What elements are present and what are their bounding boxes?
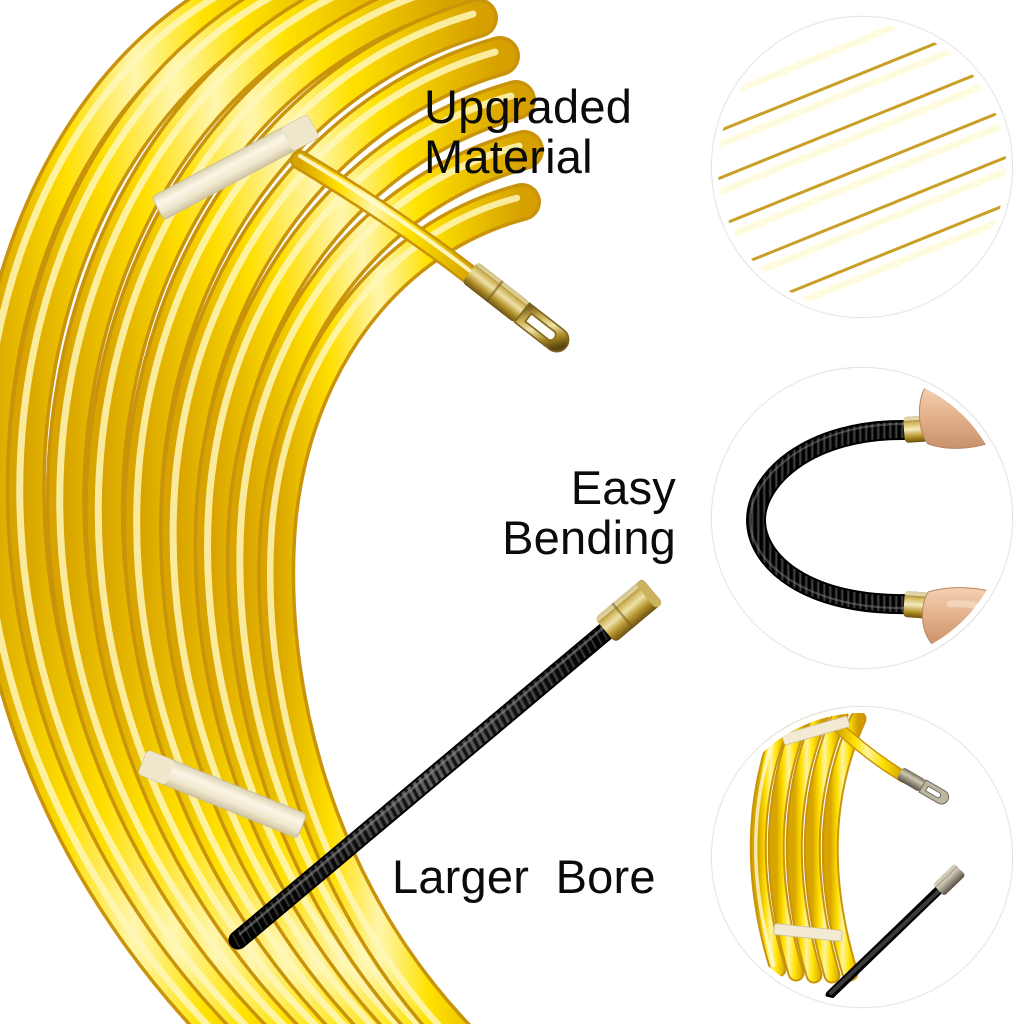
inset-coil-with-accessory (711, 706, 1013, 1008)
caption-easy-bending: Easy Bending (502, 461, 676, 564)
inset-bent-spring-demo (711, 367, 1013, 669)
brass-ferrule-eyelet-tip (463, 262, 570, 353)
inset3-free-end (832, 721, 910, 783)
black-spring-lead-rod (228, 616, 622, 950)
inset-closeup-rod-surface (711, 16, 1013, 318)
inset-3-illustration (712, 707, 1012, 1007)
zip-tie-lower (138, 750, 307, 838)
caption-larger-bore: Larger Bore (392, 850, 656, 903)
inset-2-illustration (712, 368, 1012, 668)
caption-upgraded-material: Upgraded Material (424, 80, 633, 183)
main-photo-illustration (0, 0, 662, 1024)
zip-tie-upper (152, 115, 319, 219)
brass-cap (595, 579, 662, 641)
inset-1-illustration (712, 17, 1012, 317)
inset3-accessory-rod (825, 864, 965, 1000)
main-product-photo (0, 0, 662, 1024)
u-bent-spring (745, 419, 918, 615)
yellow-rod-free-end (290, 150, 484, 288)
inset3-tip-upper (897, 768, 950, 805)
